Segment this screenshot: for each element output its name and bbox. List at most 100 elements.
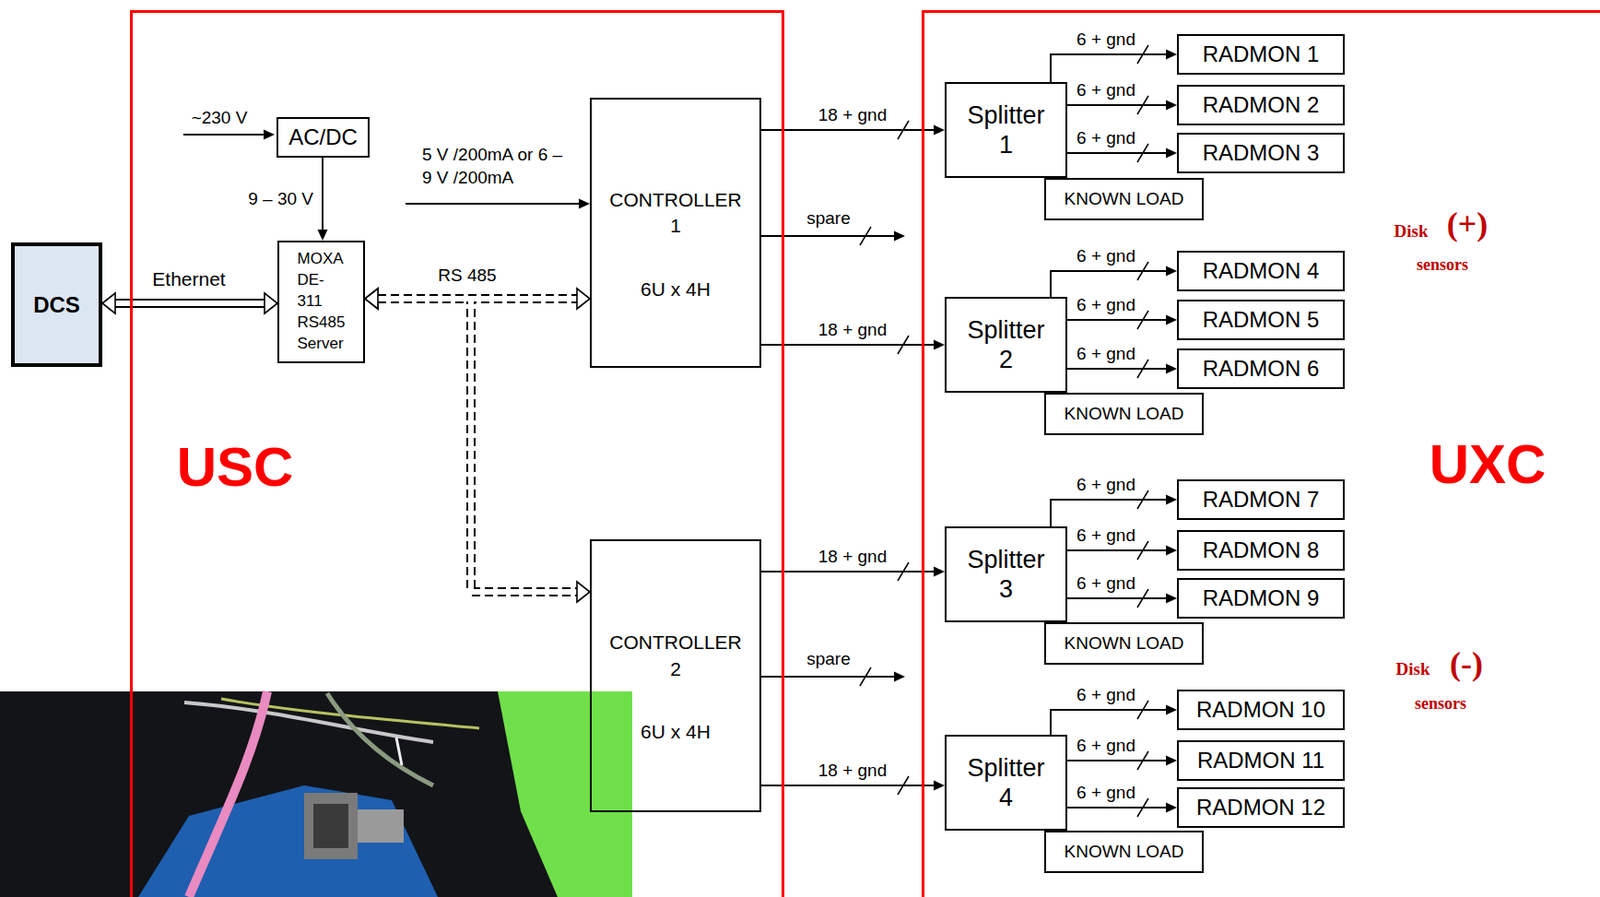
node-label: Splitter 1 [966,100,1045,161]
connector [317,157,329,241]
radmon-sensor: RADMON 1 [1176,34,1345,75]
photo-cable [327,693,434,786]
splitter-box: Splitter 1 [944,82,1068,178]
bus-slash [897,120,909,140]
edge-label: 6 + gnd [1076,782,1136,803]
photo-tie [396,737,402,765]
region-title: USC [176,439,295,495]
bus-slash [897,335,909,354]
node-label: RADMON 1 [1202,41,1320,68]
connector-line [321,157,324,230]
controller-box: CONTROLLER 16U x 4H [589,97,762,368]
size-label: 6U x 4H [640,718,711,745]
photo-cable [184,702,434,742]
edge-label: 18 + gnd [818,546,888,567]
connector-line [1067,806,1166,809]
connector-line [115,300,265,306]
photo-connector [357,809,404,843]
connector [364,288,590,602]
radmon-sensor: RADMON 5 [1176,299,1345,341]
supply-arrow [183,133,266,136]
arrow-head [576,288,590,309]
bus-slash [1137,751,1149,770]
edge-label: 6 + gnd [1076,29,1136,50]
edge-label: 9 – 30 V [247,188,314,210]
bus-slash [1137,700,1149,719]
arrow-head [317,229,329,241]
region-title: UXC [1429,436,1547,493]
bus-slash [859,667,871,686]
node-label: RADMON 4 [1202,258,1320,284]
edge-label: 18 + gnd [818,319,888,341]
node-label: KNOWN LOAD [1064,841,1185,862]
bus-slash [1137,143,1149,163]
arrow-head [933,780,945,791]
node-label: MOXA DE-311 RS485 Server [297,248,346,355]
edge-label: Ethernet [152,268,225,291]
radmon-sensor: RADMON 7 [1176,479,1345,520]
usc-region: USCAC/DCMOXA DE-311 RS485 ServerCONTROLL… [129,10,785,897]
arrow-head [102,293,116,314]
connector [1050,700,1177,735]
supply-arrows [183,129,906,687]
supply-label: 5 V /200mA or 6 – 9 V /200mA [422,143,572,189]
node-label: RADMON 6 [1202,355,1320,382]
edge-label: 6 + gnd [1076,294,1136,316]
connector-line [377,298,577,592]
arrow-head [894,671,906,683]
connector [1050,45,1177,83]
arrow-head [364,288,378,309]
spare-label: spare [806,207,851,231]
edge-label: 6 + gnd [1076,343,1136,365]
connector-line [761,570,934,573]
edge-label: 6 + gnd [1076,573,1136,594]
splitter-box: Splitter 4 [944,734,1068,831]
radmon-sensor: RADMON 4 [1176,250,1345,292]
node-label: RADMON 11 [1197,747,1325,774]
bus-slash [1137,261,1149,281]
node-label: KNOWN LOAD [1064,188,1185,210]
photo-cable [188,691,268,897]
splitter-box: Splitter 2 [944,296,1068,393]
moxa-server: MOXA DE-311 RS485 Server [277,240,365,364]
bus-slash [1137,359,1149,378]
connector-line [115,298,265,308]
photo-blue [138,785,438,897]
arrow-head [364,288,378,309]
node-label: KNOWN LOAD [1064,403,1185,424]
node-label: CONTROLLER 2 [609,629,742,683]
controller-box: CONTROLLER 2 6U x 4H [589,539,762,812]
connector-line [1050,270,1166,297]
voltage-label: ~230 V [191,106,248,130]
node-label: RADMON 8 [1202,537,1320,564]
edge-label: 6 + gnd [1076,80,1136,101]
edge-label: 6 + gnd [1076,684,1136,706]
spare-arrow [761,235,895,237]
known-load-box: KNOWN LOAD [1044,622,1204,665]
connector-line [1050,709,1166,735]
arrow-head [933,340,945,351]
radmon-sensor: RADMON 2 [1176,84,1345,126]
disk-sign: (+) [1447,206,1489,244]
bus-slash [1137,490,1149,509]
arrow-head [1165,545,1177,556]
known-load-box: KNOWN LOAD [1044,392,1204,436]
disk-label: sensors [1414,694,1467,714]
connector-line [1050,499,1166,527]
arrow-head [1165,593,1177,604]
arrow-head [1165,494,1177,506]
connector-line [1067,759,1166,762]
radmon-sensor: RADMON 6 [1176,348,1345,389]
arrow-head [933,125,945,136]
node-label: RADMON 3 [1202,140,1320,166]
node-label: AC/DC [288,124,358,151]
connector-line [761,129,934,131]
supply-arrow [405,202,579,205]
radmon-sensor: RADMON 3 [1176,132,1345,174]
connector-line [1067,104,1166,106]
radmon-sensor: RADMON 9 [1176,577,1345,619]
edge-label: 6 + gnd [1076,128,1136,149]
arrow-head [1165,802,1177,813]
node-label: RADMON 9 [1202,585,1320,612]
node-label: CONTROLLER 1 [609,187,742,240]
